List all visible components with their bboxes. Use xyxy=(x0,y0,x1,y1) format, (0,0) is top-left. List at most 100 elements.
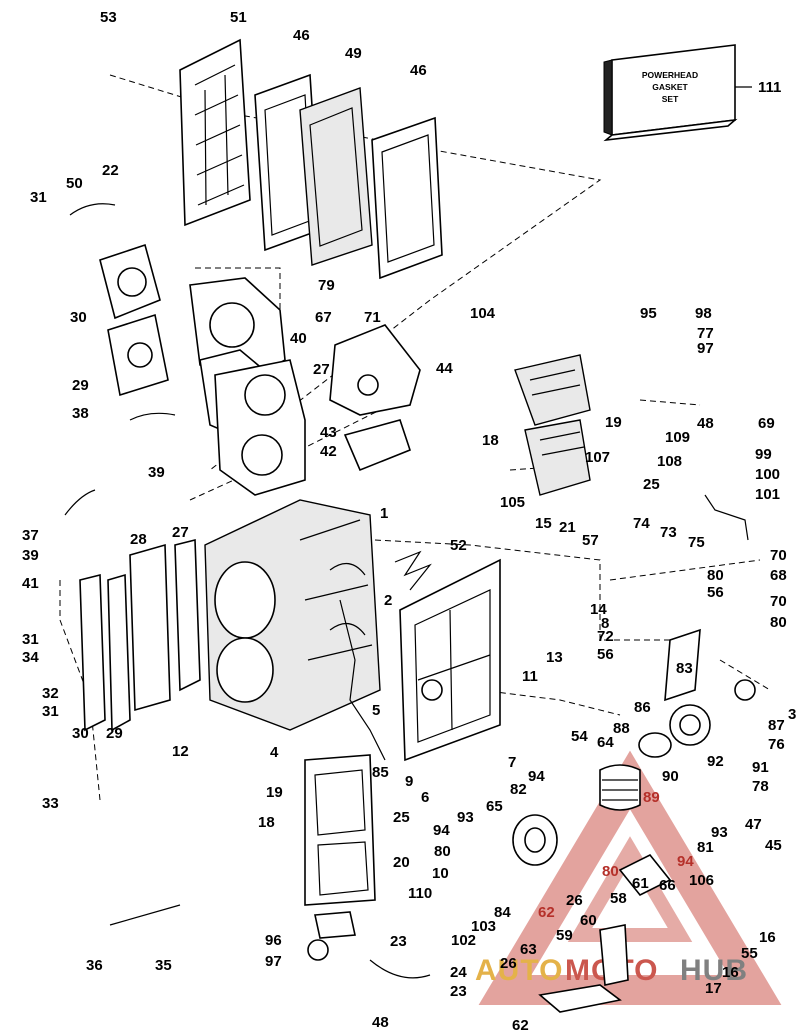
gasket-set-box: POWERHEAD GASKET SET xyxy=(603,44,752,142)
callout-c107: 107 xyxy=(585,449,610,466)
callout-c6: 6 xyxy=(421,789,429,806)
callout-c75: 75 xyxy=(688,534,705,551)
callout-c97b: 97 xyxy=(265,953,282,970)
callout-c60: 60 xyxy=(580,912,597,929)
callout-c29b: 29 xyxy=(106,725,123,742)
callout-c58: 58 xyxy=(610,890,627,907)
callout-c14: 14 xyxy=(590,601,607,618)
callout-c68: 68 xyxy=(770,567,787,584)
callout-c80a: 80 xyxy=(707,567,724,584)
callout-c105: 105 xyxy=(500,494,525,511)
callout-c38: 38 xyxy=(72,405,89,422)
callout-c17: 17 xyxy=(705,980,722,997)
callout-c11: 11 xyxy=(522,668,538,685)
cylinder-head-gaskets xyxy=(189,277,306,496)
callout-c48b: 48 xyxy=(372,1014,389,1031)
callout-c20: 20 xyxy=(393,854,410,871)
callout-c77: 77 xyxy=(697,325,714,342)
callout-c86: 86 xyxy=(634,699,651,716)
callout-c10: 10 xyxy=(432,865,449,882)
bracket-lower xyxy=(538,924,629,1013)
callout-c92: 92 xyxy=(707,753,724,770)
callout-c8: 8 xyxy=(601,615,609,632)
reed-valve-assembly xyxy=(514,354,591,496)
callout-c63: 63 xyxy=(520,941,537,958)
watermark-text-auto: AUTO xyxy=(475,954,563,987)
callout-c9: 9 xyxy=(405,773,413,790)
callout-c41: 41 xyxy=(22,575,39,592)
crankcase-block xyxy=(204,499,381,731)
callout-c48a: 48 xyxy=(697,415,714,432)
callout-c62a: 62 xyxy=(538,904,555,921)
callout-c30a: 30 xyxy=(70,309,87,326)
callout-c16a: 16 xyxy=(759,929,776,946)
callout-c81: 81 xyxy=(697,839,714,856)
callout-c40: 40 xyxy=(290,330,307,347)
watermark-text-hub: HUB xyxy=(680,954,748,987)
callout-c27a: 27 xyxy=(313,361,330,378)
callout-c29a: 29 xyxy=(72,377,89,394)
callout-c74: 74 xyxy=(633,515,650,532)
callout-c83: 83 xyxy=(676,660,693,677)
watermark-triangle-icon xyxy=(478,750,782,1005)
callout-c57: 57 xyxy=(582,532,599,549)
callout-c39a: 39 xyxy=(148,464,165,481)
exhaust-cover xyxy=(179,38,251,227)
callout-c25a: 25 xyxy=(643,476,660,493)
callout-c34: 34 xyxy=(22,649,39,666)
callout-c32: 32 xyxy=(42,685,59,702)
cables-and-hoses xyxy=(64,203,749,979)
callout-c79: 79 xyxy=(318,277,335,294)
callout-c96: 96 xyxy=(265,932,282,949)
callout-c87: 87 xyxy=(768,717,785,734)
callout-c73: 73 xyxy=(660,524,677,541)
callout-c51: 51 xyxy=(230,9,247,26)
callout-c62b: 62 xyxy=(512,1017,529,1032)
callout-c2: 2 xyxy=(384,592,392,609)
callout-c42: 42 xyxy=(320,443,337,460)
callout-c43: 43 xyxy=(320,424,337,441)
callout-c67: 67 xyxy=(315,309,332,326)
callout-c27b: 27 xyxy=(172,524,189,541)
callout-c13: 13 xyxy=(546,649,563,666)
throttle-linkage xyxy=(599,628,756,811)
callout-c28: 28 xyxy=(130,531,147,548)
callout-c93b: 93 xyxy=(711,824,728,841)
gasket-box-line1: POWERHEAD xyxy=(642,70,698,80)
callout-c7: 7 xyxy=(508,754,516,771)
callout-c101: 101 xyxy=(755,486,780,503)
callout-c82: 82 xyxy=(510,781,527,798)
callout-c99: 99 xyxy=(755,446,772,463)
callout-c19a: 19 xyxy=(605,414,622,431)
gasket-box-line3: SET xyxy=(662,94,679,104)
callout-c84: 84 xyxy=(494,904,511,921)
callout-c70b: 70 xyxy=(770,593,787,610)
callout-c52: 52 xyxy=(450,537,467,554)
callout-c103: 103 xyxy=(471,918,496,935)
callout-c16b: 16 xyxy=(722,964,739,981)
callout-c15: 15 xyxy=(535,515,552,532)
callout-c65: 65 xyxy=(486,798,503,815)
callout-c80d: 80 xyxy=(602,863,619,880)
callout-c104: 104 xyxy=(470,305,496,322)
intake-manifold xyxy=(304,754,376,906)
callout-c108: 108 xyxy=(657,453,682,470)
callout-c69: 69 xyxy=(758,415,775,432)
gasket-box-line2: GASKET xyxy=(652,82,688,92)
callout-c100: 100 xyxy=(755,466,780,483)
callout-c97a: 97 xyxy=(697,340,714,357)
callout-c94c: 94 xyxy=(677,853,694,870)
callout-c94a: 94 xyxy=(528,768,545,785)
callout-c44: 44 xyxy=(436,360,453,377)
callout-c30b: 30 xyxy=(72,725,89,742)
callout-c95: 95 xyxy=(640,305,657,322)
callout-c93a: 93 xyxy=(457,809,474,826)
callout-c80c: 80 xyxy=(434,843,451,860)
callout-c31c: 31 xyxy=(42,703,59,720)
callout-c49: 49 xyxy=(345,45,362,62)
callout-c19b: 19 xyxy=(266,784,283,801)
callout-c18a: 18 xyxy=(482,432,499,449)
callout-c53: 53 xyxy=(100,9,117,26)
